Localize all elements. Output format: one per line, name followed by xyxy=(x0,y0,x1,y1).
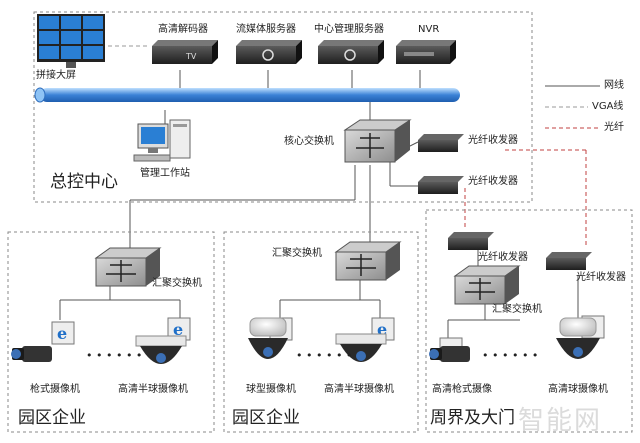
central-server-icon xyxy=(318,40,384,64)
nvr-icon xyxy=(396,40,456,64)
central-server-label: 中心管理服务器 xyxy=(314,24,384,35)
nvr-label: NVR xyxy=(418,24,440,35)
agg-switch-1-label: 汇聚交换机 xyxy=(152,278,202,289)
legend-network-label: 网线 xyxy=(604,80,624,91)
svg-text:e: e xyxy=(57,324,67,343)
agg-switch-1-icon xyxy=(94,247,162,287)
network-bus xyxy=(40,88,460,102)
dome-camera-2-label: 高清半球摄像机 xyxy=(324,384,394,395)
zone-control-center-label: 总控中心 xyxy=(50,172,118,192)
fiber-transceiver-3-label: 光纤收发器 xyxy=(478,252,528,263)
stream-server-icon xyxy=(236,40,302,64)
speed-dome-camera-label: 球型摄像机 xyxy=(246,384,296,395)
fiber-transceiver-2-icon xyxy=(418,176,464,194)
svg-text:e: e xyxy=(377,320,387,339)
dome-camera-3-label: 高清球摄像机 xyxy=(548,384,608,395)
fiber-transceiver-4-icon xyxy=(546,252,592,270)
bullet-camera-2-label: 高清枪式摄像 xyxy=(432,384,492,395)
camera-ellipsis-1: • • • • • • xyxy=(86,349,143,362)
legend xyxy=(545,85,600,129)
hd-decoder-label: 高清解码器 xyxy=(158,24,208,35)
video-wall-label: 拼接大屏 xyxy=(36,70,76,81)
agg-switch-3-label: 汇聚交换机 xyxy=(492,304,542,315)
agg-switch-3-icon xyxy=(453,265,521,305)
legend-vga-label: VGA线 xyxy=(592,101,624,112)
camera-ellipsis-2: • • • • • • xyxy=(296,349,353,362)
fiber-transceiver-4-label: 光纤收发器 xyxy=(576,272,626,283)
zone-control-center-border xyxy=(33,11,533,203)
fiber-cables xyxy=(464,149,587,245)
dome-camera-1-label: 高清半球摄像机 xyxy=(118,384,188,395)
dome-camera-2-icon xyxy=(335,333,387,362)
core-switch-label: 核心交换机 xyxy=(284,136,334,147)
zone-perimeter-border xyxy=(425,209,633,433)
workstation-icon xyxy=(133,119,191,162)
zone-park-a-border xyxy=(7,231,215,433)
hd-decoder-icon: TV xyxy=(152,40,218,64)
stream-server-label: 流媒体服务器 xyxy=(236,24,296,35)
svg-text:TV: TV xyxy=(185,52,197,61)
fiber-transceiver-1-label: 光纤收发器 xyxy=(468,135,518,146)
dome-camera-3-icon xyxy=(556,317,600,359)
legend-fiber-label: 光纤 xyxy=(604,122,624,133)
fiber-transceiver-2-label: 光纤收发器 xyxy=(468,176,518,187)
fiber-transceiver-1-icon xyxy=(418,134,464,152)
zone-park-b-border xyxy=(223,231,419,433)
agg-switch-2-icon xyxy=(334,241,402,281)
camera-ellipsis-3: • • • • • • xyxy=(482,349,539,362)
core-switch-icon xyxy=(343,119,412,163)
zone-perimeter-label: 周界及大门 xyxy=(430,408,515,428)
watermark: 智能网 xyxy=(518,406,603,436)
bullet-camera-1-label: 枪式摄像机 xyxy=(30,384,80,395)
bullet-camera-1-icon xyxy=(11,346,52,362)
video-wall-icon xyxy=(37,14,105,68)
speed-dome-camera-icon xyxy=(248,317,288,359)
zone-park-a-label: 园区企业 xyxy=(18,408,86,428)
workstation-label: 管理工作站 xyxy=(140,168,190,179)
agg-switch-2-label: 汇聚交换机 xyxy=(272,248,322,259)
dome-camera-1-icon xyxy=(135,335,187,364)
zone-park-b-label: 园区企业 xyxy=(232,408,300,428)
bullet-camera-2-icon xyxy=(429,346,470,362)
svg-text:e: e xyxy=(173,320,183,339)
fiber-transceiver-3-icon xyxy=(448,232,494,250)
